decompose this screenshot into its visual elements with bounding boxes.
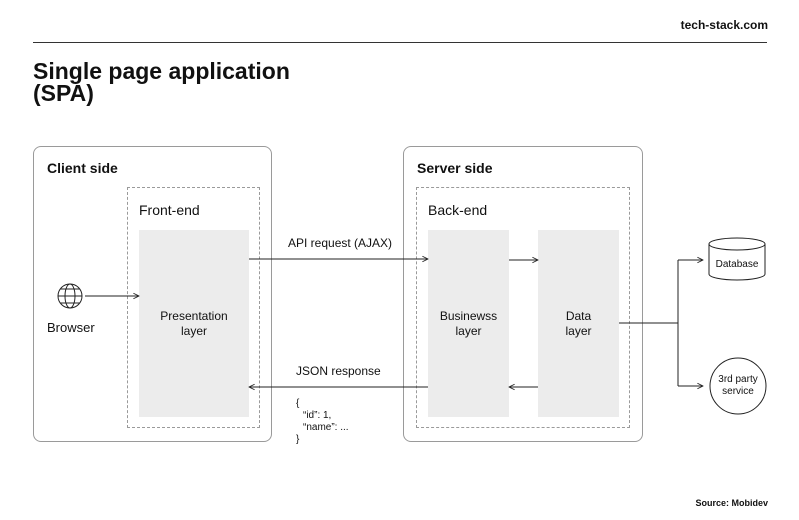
globe-icon [57, 283, 83, 309]
brand-label: tech-stack.com [680, 18, 768, 32]
source-credit: Source: Mobidev [695, 498, 768, 508]
database-label: Database [715, 259, 759, 270]
title-line-1: Single page application [33, 58, 290, 84]
json-response-label: JSON response [296, 364, 381, 378]
thirdparty-line-2: service [722, 386, 754, 397]
frontend-title: Front-end [139, 202, 200, 218]
data-line-2: layer [565, 323, 592, 338]
json-line-2: “id”: 1, [303, 410, 332, 421]
thirdparty-line-1: 3rd party [718, 374, 758, 385]
browser-label: Browser [47, 320, 95, 335]
header-divider [33, 42, 767, 43]
database-icon [708, 237, 766, 281]
data-line-1: Data [565, 308, 592, 323]
api-request-label: API request (AJAX) [288, 236, 393, 250]
title-line-2: (SPA) [33, 80, 94, 106]
diagram-title: Single page application (SPA) [33, 58, 353, 106]
backend-title: Back-end [428, 202, 488, 218]
business-line-2: layer [455, 323, 482, 338]
presentation-layer: Presentation layer [139, 230, 249, 417]
thirdparty-service-node [709, 357, 767, 415]
backend-group [416, 187, 630, 428]
client-side-title: Client side [47, 160, 118, 176]
json-line-4: } [296, 434, 300, 445]
data-layer: Data layer [538, 230, 619, 417]
business-line-1: Businewss [439, 308, 498, 323]
frontend-group [127, 187, 260, 428]
server-side-title: Server side [417, 160, 493, 176]
business-layer: Businewss layer [428, 230, 509, 417]
presentation-line-1: Presentation [160, 308, 228, 323]
presentation-line-2: layer [180, 323, 207, 338]
json-snippet: { “id”: 1, “name”: ... } [296, 398, 349, 446]
data-to-externals-connector [619, 260, 679, 386]
json-line-1: { [296, 398, 300, 409]
thirdparty-label: 3rd party service [710, 374, 766, 398]
json-line-3: “name”: ... [303, 422, 349, 433]
